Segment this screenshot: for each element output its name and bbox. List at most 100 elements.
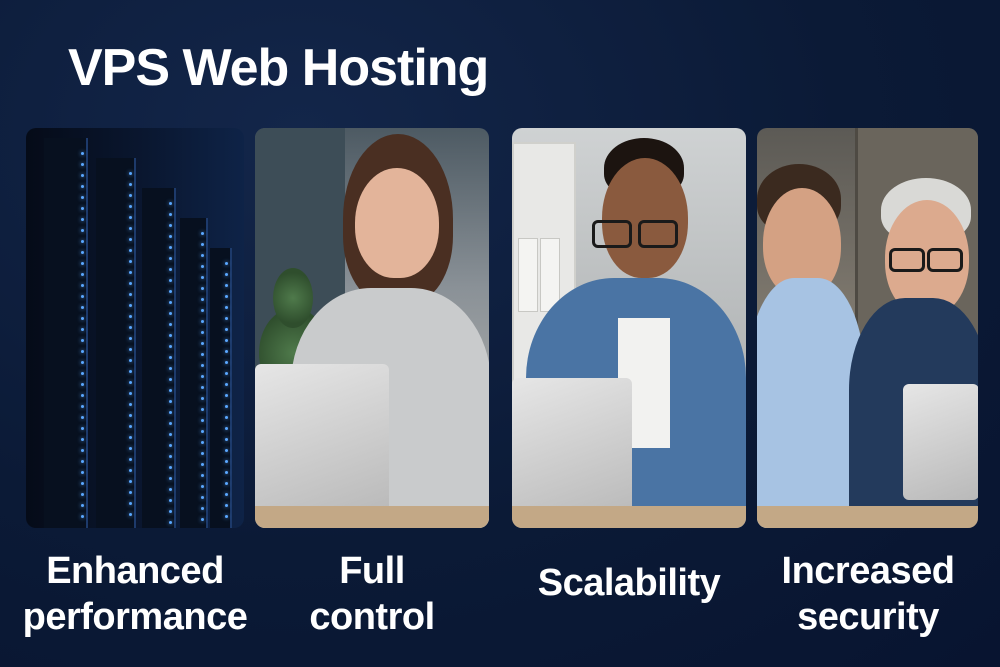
server-led	[201, 507, 204, 510]
server-led	[129, 491, 132, 494]
server-led	[201, 386, 204, 389]
server-led	[169, 268, 172, 271]
feature-image-woman-laptop	[255, 128, 489, 528]
feature-caption-performance: Enhanced performance	[16, 548, 254, 640]
server-led	[81, 482, 84, 485]
server-led	[201, 331, 204, 334]
server-led	[81, 493, 84, 496]
server-led	[129, 436, 132, 439]
server-led	[225, 460, 228, 463]
server-led	[129, 447, 132, 450]
server-led	[225, 416, 228, 419]
server-led	[169, 510, 172, 513]
server-led	[201, 518, 204, 521]
server-led	[201, 243, 204, 246]
server-led	[225, 295, 228, 298]
server-led	[169, 455, 172, 458]
server-led	[169, 477, 172, 480]
server-led	[201, 408, 204, 411]
server-led	[225, 361, 228, 364]
server-led	[129, 381, 132, 384]
server-led	[169, 400, 172, 403]
server-led	[81, 372, 84, 375]
server-led	[225, 339, 228, 342]
server-led	[81, 449, 84, 452]
server-led	[201, 485, 204, 488]
server-led	[201, 353, 204, 356]
server-led	[169, 312, 172, 315]
server-led	[201, 441, 204, 444]
server-led	[81, 273, 84, 276]
server-led	[169, 367, 172, 370]
server-led	[201, 419, 204, 422]
server-led	[201, 309, 204, 312]
server-led	[81, 262, 84, 265]
server-led	[81, 515, 84, 518]
server-led	[129, 348, 132, 351]
server-led	[169, 488, 172, 491]
server-led	[81, 339, 84, 342]
server-led	[81, 416, 84, 419]
server-rack	[180, 218, 208, 528]
server-led	[129, 293, 132, 296]
server-led	[129, 425, 132, 428]
caption-line: Enhanced	[46, 550, 224, 592]
feature-caption-security: Increased security	[757, 548, 979, 640]
server-led	[129, 238, 132, 241]
server-led	[225, 328, 228, 331]
server-led	[81, 317, 84, 320]
server-led	[81, 284, 84, 287]
server-led	[225, 482, 228, 485]
server-led	[81, 306, 84, 309]
caption-line: Increased	[781, 550, 955, 592]
server-led	[81, 251, 84, 254]
server-led	[129, 370, 132, 373]
server-led	[81, 295, 84, 298]
caption-line: Scalability	[537, 562, 721, 604]
feature-image-two-men-laptop	[757, 128, 978, 528]
caption-line: performance	[22, 596, 248, 638]
server-led	[81, 207, 84, 210]
server-led	[201, 397, 204, 400]
server-led	[129, 414, 132, 417]
server-led	[201, 375, 204, 378]
server-led	[225, 372, 228, 375]
server-led	[129, 183, 132, 186]
server-led	[129, 271, 132, 274]
server-led	[169, 257, 172, 260]
server-rack	[142, 188, 176, 528]
server-led	[81, 383, 84, 386]
server-led	[225, 394, 228, 397]
server-led	[169, 466, 172, 469]
server-led	[81, 229, 84, 232]
server-led	[169, 246, 172, 249]
server-led	[81, 504, 84, 507]
server-led	[201, 342, 204, 345]
feature-caption-control: Full control	[256, 548, 488, 640]
server-led	[81, 438, 84, 441]
server-led	[225, 504, 228, 507]
server-led	[81, 240, 84, 243]
server-led	[129, 513, 132, 516]
server-led	[225, 427, 228, 430]
server-led	[129, 282, 132, 285]
server-led	[169, 499, 172, 502]
server-led	[129, 205, 132, 208]
server-led	[201, 496, 204, 499]
server-led	[129, 194, 132, 197]
server-led	[129, 216, 132, 219]
server-led	[169, 444, 172, 447]
feature-caption-scalability: Scalability	[512, 560, 746, 606]
server-led	[81, 328, 84, 331]
feature-image-server-racks	[26, 128, 244, 528]
server-led	[129, 392, 132, 395]
server-led	[201, 276, 204, 279]
server-led	[81, 405, 84, 408]
server-led	[81, 196, 84, 199]
server-led	[129, 326, 132, 329]
server-rack	[96, 158, 136, 528]
server-led	[129, 480, 132, 483]
server-led	[225, 350, 228, 353]
server-led	[169, 521, 172, 524]
server-led	[169, 433, 172, 436]
